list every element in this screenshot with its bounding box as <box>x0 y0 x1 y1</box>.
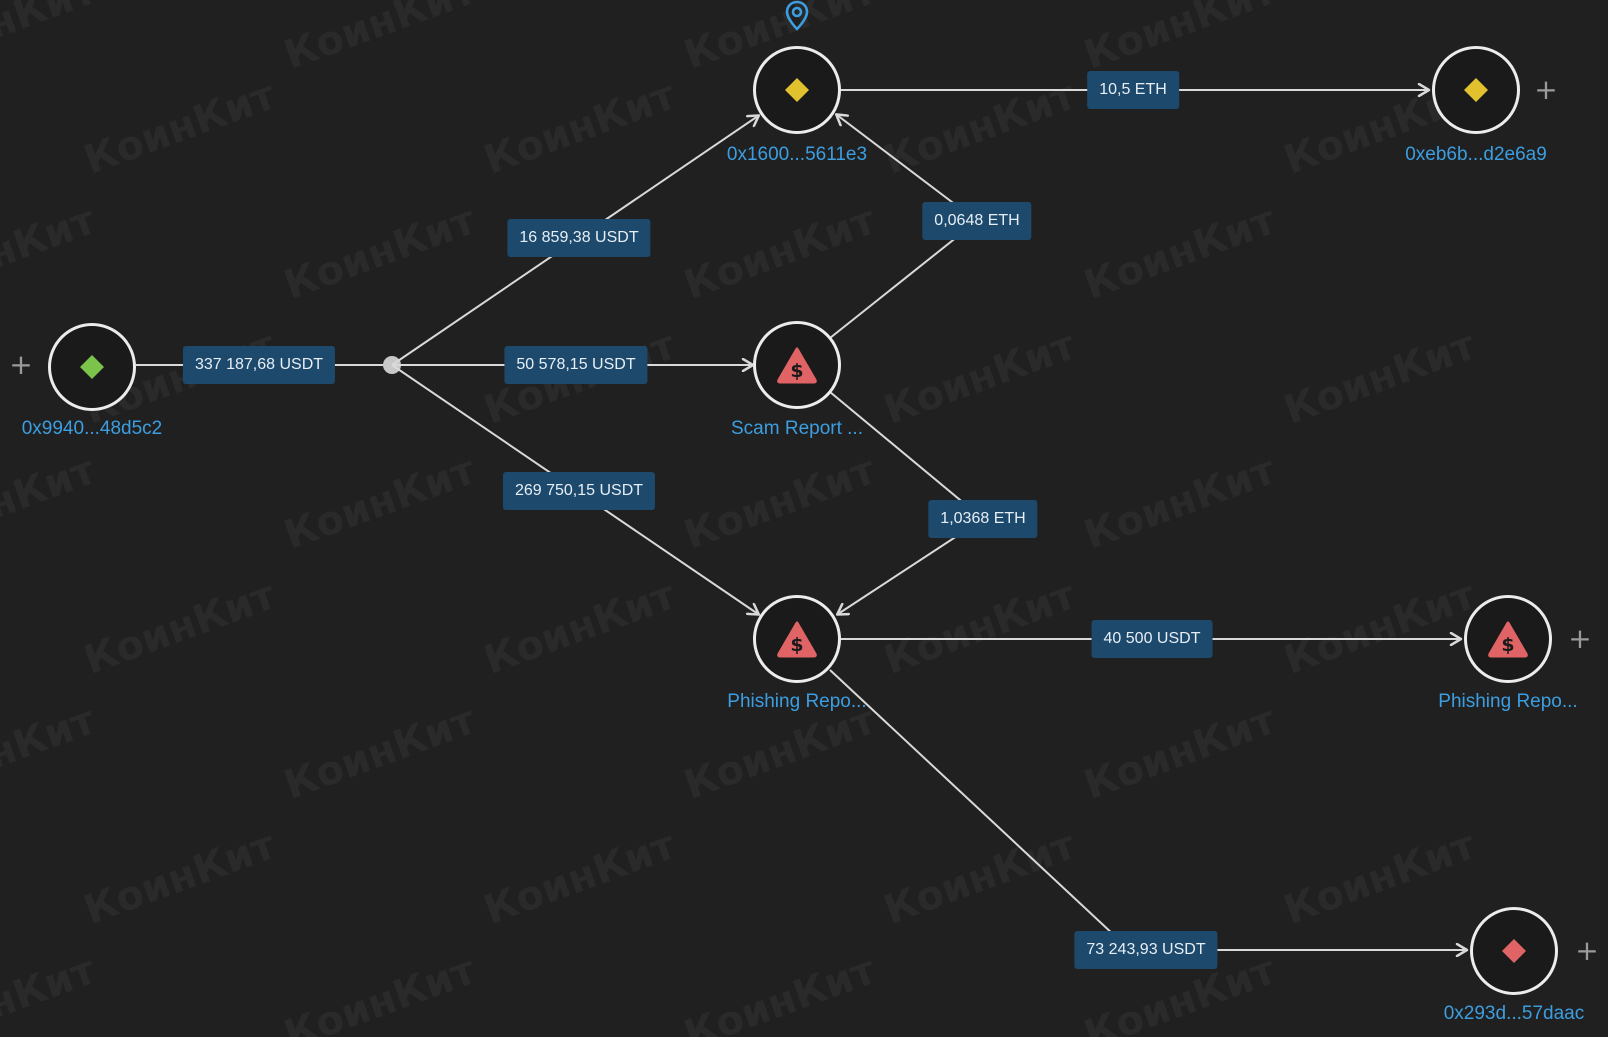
edge-label-e1[interactable]: 337 187,68 USDT <box>182 346 336 384</box>
node-0x293d[interactable] <box>1470 907 1558 995</box>
yellow-diamond-icon <box>1464 78 1488 102</box>
scam-warning-icon: $ <box>777 621 817 658</box>
expand-0xeb6b-button[interactable]: + <box>1534 73 1558 106</box>
node-label-scam-report[interactable]: Scam Report ... <box>731 418 863 439</box>
edge-label-e8[interactable]: 40 500 USDT <box>1091 620 1213 658</box>
location-pin-icon <box>783 0 811 37</box>
edge-label-e7[interactable]: 1,0368 ETH <box>928 500 1038 538</box>
svg-text:$: $ <box>790 360 803 382</box>
node-label-phishing-report-1[interactable]: Phishing Repo... <box>727 691 867 712</box>
node-label-phishing-report-2[interactable]: Phishing Repo... <box>1438 691 1578 712</box>
node-0x1600[interactable] <box>753 46 841 134</box>
edge-label-e3[interactable]: 50 578,15 USDT <box>504 346 648 384</box>
node-label-0x1600[interactable]: 0x1600...5611e3 <box>726 144 868 165</box>
node-label-0x9940[interactable]: 0x9940...48d5c2 <box>21 418 163 439</box>
edge-label-e4[interactable]: 269 750,15 USDT <box>502 472 656 510</box>
green-diamond-icon <box>80 355 104 379</box>
yellow-diamond-icon <box>785 78 809 102</box>
red-diamond-icon <box>1502 939 1526 963</box>
scam-warning-icon: $ <box>777 347 817 384</box>
expand-left-button[interactable]: + <box>9 348 33 381</box>
edge-label-e6[interactable]: 0,0648 ETH <box>922 202 1032 240</box>
edge-label-e5[interactable]: 10,5 ETH <box>1087 71 1179 109</box>
expand-0x293d-button[interactable]: + <box>1575 934 1599 967</box>
node-scam-report[interactable]: $ <box>753 321 841 409</box>
node-phishing-report-1[interactable]: $ <box>753 595 841 683</box>
node-label-0xeb6b[interactable]: 0xeb6b...d2e6a9 <box>1405 144 1547 165</box>
expand-phishing-report-2-button[interactable]: + <box>1568 622 1592 655</box>
edge-path-e9 <box>829 669 1466 950</box>
node-label-0x293d[interactable]: 0x293d...57daac <box>1443 1003 1585 1024</box>
scam-warning-icon: $ <box>1488 621 1528 658</box>
node-0xeb6b[interactable] <box>1432 46 1520 134</box>
node-phishing-report-2[interactable]: $ <box>1464 595 1552 683</box>
node-0x9940[interactable] <box>48 323 136 411</box>
svg-text:$: $ <box>790 634 803 656</box>
svg-text:$: $ <box>1501 634 1514 656</box>
edge-label-e9[interactable]: 73 243,93 USDT <box>1074 931 1218 969</box>
edge-label-e2[interactable]: 16 859,38 USDT <box>507 219 651 257</box>
